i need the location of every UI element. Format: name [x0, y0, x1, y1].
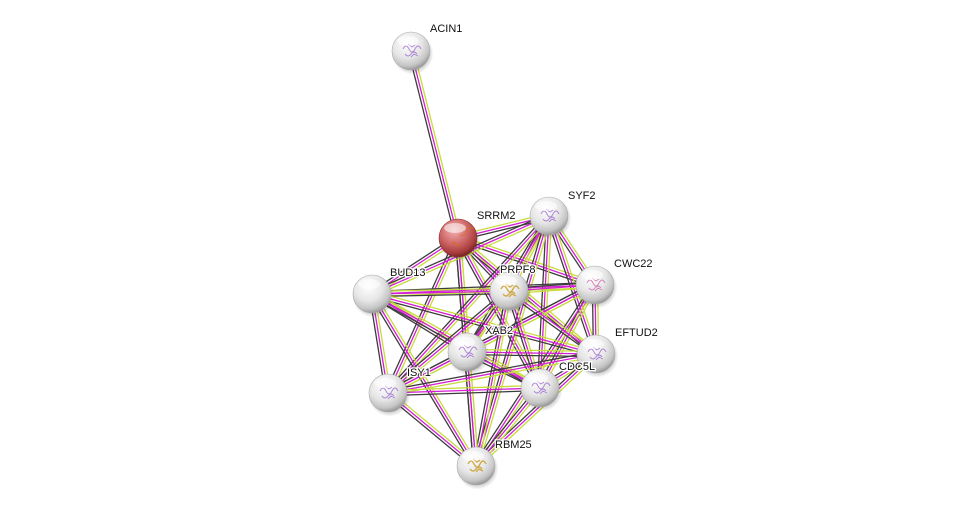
edge-coexpression-line — [388, 389, 541, 397]
node-gloss — [582, 339, 604, 349]
edge-experiments-line — [457, 237, 541, 389]
node-gloss — [453, 337, 475, 347]
edge-textmining-line — [389, 238, 461, 395]
edge-experiments-line — [371, 290, 510, 295]
edge-isy1-cdc5l[interactable] — [387, 384, 541, 397]
edge-textmining-line — [477, 291, 513, 467]
node-gloss — [444, 223, 466, 233]
node-gloss — [581, 270, 603, 280]
node-syf2[interactable] — [529, 196, 572, 240]
edge-textmining-line — [477, 216, 553, 467]
protein-structure-icon — [458, 344, 478, 359]
node-srrm2[interactable] — [438, 218, 481, 262]
node-label-rbm25[interactable]: RBM25 — [494, 438, 533, 453]
node-isy1[interactable] — [368, 373, 411, 417]
edge-experiments-line — [387, 290, 510, 394]
node-gloss — [526, 373, 548, 383]
protein-structure-icon — [467, 458, 487, 473]
protein-structure-icon — [402, 43, 422, 58]
edge-coexpression-line — [472, 215, 548, 466]
edge-experiments-line — [475, 290, 510, 467]
protein-structure-icon — [500, 283, 520, 298]
node-eftud2[interactable] — [576, 334, 619, 378]
edge-textmining-line — [477, 355, 599, 469]
node-gloss — [374, 378, 396, 388]
edge-experiments-line — [371, 293, 597, 355]
node-label-cwc22[interactable]: CWC22 — [613, 257, 654, 272]
edge-experiments-line — [387, 353, 597, 394]
node-gloss — [495, 276, 517, 286]
edge-coexpression-line — [371, 281, 595, 293]
node-gloss — [462, 451, 484, 461]
edge-textmining-line — [387, 384, 540, 392]
edge-bud13-prpf8[interactable] — [371, 287, 510, 298]
protein-structure-icon — [540, 208, 560, 223]
edge-experiments-line — [475, 215, 550, 467]
node-gloss — [535, 201, 557, 211]
edge-coexpression-line — [385, 288, 508, 392]
node-label-eftud2[interactable]: EFTUD2 — [614, 326, 659, 341]
node-gloss — [358, 279, 380, 289]
node-label-cdc5l[interactable]: CDC5L — [558, 360, 597, 375]
node-rbm25[interactable] — [456, 446, 499, 490]
node-cwc22[interactable] — [575, 265, 618, 309]
edge-experiments-line — [387, 387, 541, 394]
node-label-isy1[interactable]: ISY1 — [406, 366, 432, 381]
edge-syf2-rbm25[interactable] — [472, 215, 553, 467]
edge-acin1-srrm2[interactable] — [407, 50, 462, 239]
node-label-srrm2[interactable]: SRRM2 — [476, 209, 517, 224]
edge-coexpression-line — [472, 290, 508, 466]
edge-textmining-line — [541, 216, 553, 389]
edge-coexpression-line — [372, 292, 510, 298]
protein-structure-icon — [531, 380, 551, 395]
edge-syf2-cdc5l[interactable] — [536, 215, 553, 389]
edge-bud13-rbm25[interactable] — [369, 292, 479, 468]
protein-structure-icon — [379, 385, 399, 400]
edge-experiments-line — [539, 215, 550, 389]
edge-coexpression-line — [371, 295, 596, 358]
edge-coexpression-line — [369, 295, 475, 468]
node-label-prpf8[interactable]: PRPF8 — [499, 263, 537, 278]
protein-structure-icon — [586, 277, 606, 292]
edge-prpf8-rbm25[interactable] — [472, 290, 513, 467]
protein-structure-icon — [451, 227, 474, 247]
node-label-acin1[interactable]: ACIN1 — [429, 22, 464, 37]
edge-experiments-line — [371, 293, 477, 467]
edge-textmining-line — [373, 292, 479, 465]
node-gloss — [397, 36, 419, 46]
node-bud13[interactable] — [352, 274, 395, 318]
node-acin1[interactable] — [391, 31, 434, 75]
edge-coexpression-line — [387, 350, 596, 392]
node-label-syf2[interactable]: SYF2 — [567, 189, 597, 204]
edge-textmining-line — [412, 50, 462, 238]
edge-experiments-line — [548, 215, 597, 355]
node-label-bud13[interactable]: BUD13 — [389, 266, 427, 281]
edge-experiments-line — [410, 50, 459, 239]
protein-structure-icon — [587, 346, 607, 361]
edge-coexpression-line — [407, 51, 457, 239]
edge-experiments-line — [387, 215, 550, 394]
edge-textmining-line — [371, 287, 509, 293]
node-cdc5l[interactable] — [520, 368, 563, 412]
node-label-xab2[interactable]: XAB2 — [484, 324, 515, 339]
node-xab2[interactable] — [447, 332, 490, 376]
edge-coexpression-line — [536, 215, 548, 388]
node-prpf8[interactable] — [489, 271, 532, 315]
